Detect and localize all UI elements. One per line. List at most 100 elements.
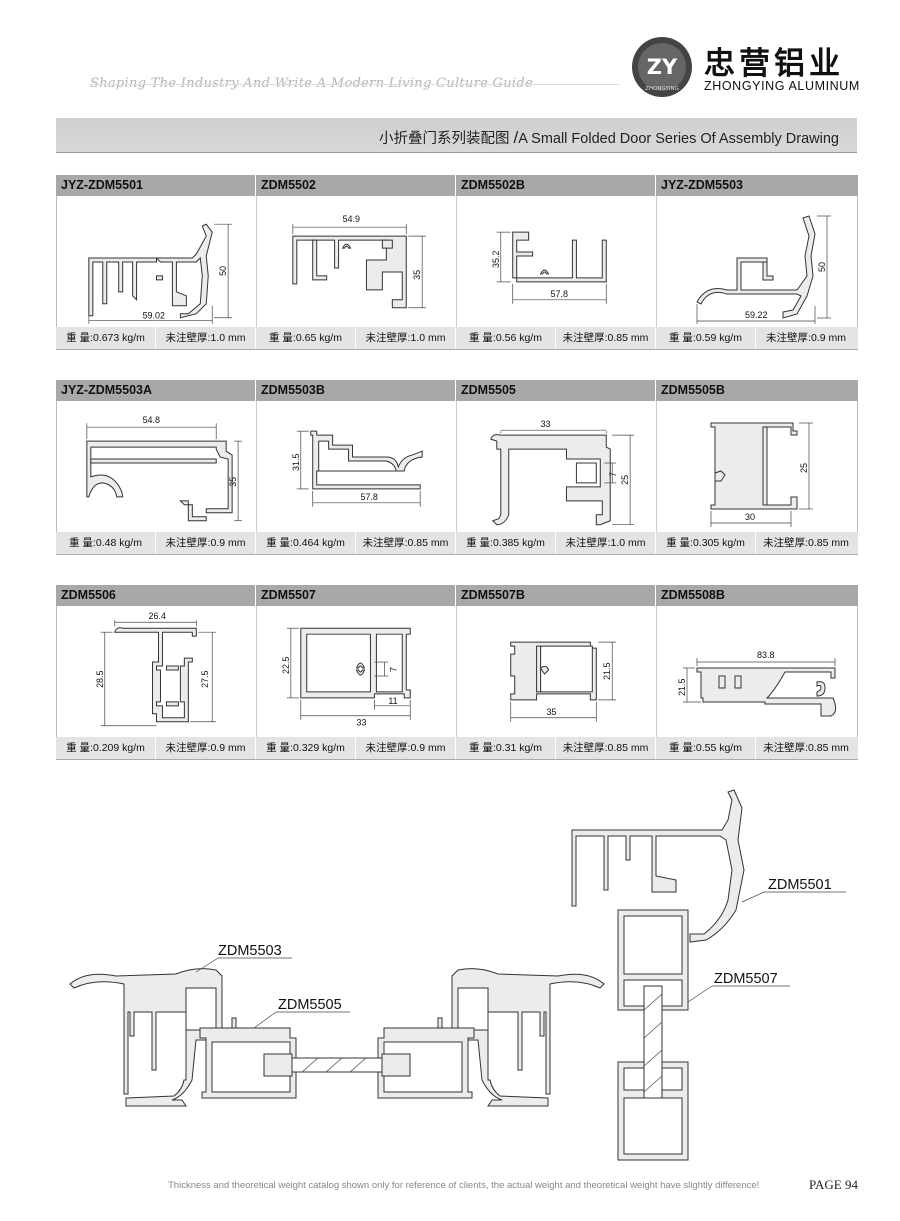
glass-panel-horizontal <box>291 1057 383 1073</box>
section-title-en: A Small Folded Door Series Of Assembly D… <box>518 131 839 147</box>
product-code: JYZ-ZDM5503A <box>56 380 256 401</box>
weight-value: 0.673 kg/m <box>92 332 145 344</box>
zhongying-logo-icon: ZY ZHONGYING <box>632 37 692 97</box>
profile-drawing: 83.8 21.5 <box>657 606 857 737</box>
slogan: Shaping The Industry And Write A Modern … <box>90 76 533 91</box>
thickness-cell: 未注壁厚:1.0 mm <box>356 327 456 349</box>
weight-cell: 重 量:0.56 kg/m <box>456 327 556 349</box>
weight-label: 重 量: <box>666 537 693 549</box>
weight-value: 0.59 kg/m <box>695 332 742 344</box>
weight-label: 重 量: <box>69 537 96 549</box>
weight-label: 重 量: <box>66 332 93 344</box>
profile-drawing: 31.5 57.8 <box>257 401 457 532</box>
thickness-label: 未注壁厚: <box>562 332 608 344</box>
thickness-cell: 未注壁厚:0.85 mm <box>356 532 456 554</box>
dimension-label: 35 <box>412 270 422 280</box>
weight-value: 0.305 kg/m <box>692 537 745 549</box>
dimension-label: 54.9 <box>343 214 360 224</box>
thickness-value: 0.85 mm <box>808 742 849 754</box>
dimension-label: 57.8 <box>551 289 568 299</box>
assembly-profile-zdm5503-right <box>437 968 605 1107</box>
dimension-label: 27.5 <box>200 670 210 687</box>
product-code: ZDM5505B <box>661 383 725 397</box>
thickness-label: 未注壁厚: <box>165 332 211 344</box>
dimension-label: 21.5 <box>677 678 687 696</box>
weight-value: 0.385 kg/m <box>492 537 545 549</box>
thickness-label: 未注壁厚: <box>766 332 811 344</box>
dimension-label: 33 <box>357 718 367 728</box>
weight-value: 0.55 kg/m <box>695 742 742 754</box>
thickness-value: 0.85 mm <box>808 537 849 549</box>
profile-drawing: 33 7 25 <box>457 401 657 532</box>
weight-value: 0.56 kg/m <box>495 332 542 344</box>
assembly-drawing: ZDM5503 ZDM5505 ZDM5501 ZDM5507 <box>69 789 846 1161</box>
weight-cell: 重 量:0.673 kg/m <box>56 327 156 349</box>
weight-label: 重 量: <box>266 742 293 754</box>
profile-drawing: 22.5 7 33 11 <box>257 606 457 737</box>
weight-label: 重 量: <box>469 332 496 344</box>
product-code: JYZ-ZDM5503 <box>661 178 743 192</box>
weight-cell: 重 量:0.65 kg/m <box>256 327 356 349</box>
thickness-value: 0.9 mm <box>810 332 846 344</box>
assembly-label-zdm5507: ZDM5507 <box>714 971 778 987</box>
thickness-cell: 未注壁厚:1.0 mm <box>556 532 656 554</box>
assembly-label-zdm5505: ZDM5505 <box>278 997 342 1013</box>
product-code: ZDM5502B <box>456 175 656 196</box>
thickness-label: 未注壁厚: <box>365 742 411 754</box>
profile-drawing: 50 59.22 <box>657 196 857 327</box>
dimension-label: 28.5 <box>95 670 105 687</box>
dimension-label: 50 <box>218 266 228 276</box>
thickness-value: 0.85 mm <box>407 537 449 549</box>
weight-value: 0.329 kg/m <box>292 742 345 754</box>
dimension-label: 50 <box>817 262 827 272</box>
assembly-profile-zdm5501 <box>571 789 745 943</box>
dimension-label: 35 <box>547 707 557 717</box>
dimension-label: 21.5 <box>602 663 612 680</box>
weight-cell: 重 量:0.329 kg/m <box>256 737 356 759</box>
dimension-label: 31.5 <box>291 454 301 471</box>
weight-value: 0.209 kg/m <box>92 742 145 754</box>
section-title-cn: 小折叠门系列装配图 <box>378 131 510 147</box>
dimension-label: 30 <box>745 512 755 522</box>
weight-cell: 重 量:0.59 kg/m <box>656 327 756 349</box>
weight-cell: 重 量:0.385 kg/m <box>456 532 556 554</box>
assembly-profile-zdm5507 <box>617 909 689 1161</box>
profile-drawing: 21.5 35 <box>457 606 657 737</box>
thickness-value: 0.9 mm <box>210 537 246 549</box>
thickness-cell: 未注壁厚:0.9 mm <box>356 737 456 759</box>
dimension-label: 25 <box>620 475 630 485</box>
weight-label: 重 量: <box>266 537 293 549</box>
profile-drawing: 35.2 57.8 <box>457 196 657 327</box>
weight-cell: 重 量:0.464 kg/m <box>256 532 356 554</box>
weight-cell: 重 量:0.305 kg/m <box>656 532 756 554</box>
weight-value: 0.31 kg/m <box>495 742 542 754</box>
weight-value: 0.65 kg/m <box>295 332 342 344</box>
dimension-label: 7 <box>608 472 618 477</box>
disclaimer-note: Thickness and theoretical weight catalog… <box>168 1180 760 1191</box>
dimension-label: 35.2 <box>491 251 501 268</box>
dimension-label: 26.4 <box>149 611 166 621</box>
assembly-label-zdm5501: ZDM5501 <box>768 877 832 893</box>
assembly-profile-zdm5505 <box>199 1027 475 1099</box>
thickness-cell: 未注壁厚:0.85 mm <box>756 737 856 759</box>
dimension-label: 54.8 <box>143 415 160 425</box>
page-number: PAGE 94 <box>808 1177 858 1192</box>
product-code: ZDM5508B <box>661 588 725 602</box>
thickness-value: 0.85 mm <box>607 742 649 754</box>
thickness-label: 未注壁厚: <box>763 537 809 549</box>
weight-cell: 重 量:0.209 kg/m <box>56 737 156 759</box>
weight-label: 重 量: <box>469 742 496 754</box>
thickness-cell: 未注壁厚:0.9 mm <box>156 532 256 554</box>
thickness-label: 未注壁厚: <box>565 537 611 549</box>
product-code: ZDM5502 <box>256 175 456 196</box>
section-title-separator: / <box>513 128 519 147</box>
product-code: ZDM5506 <box>56 585 256 606</box>
thickness-cell: 未注壁厚:0.85 mm <box>556 737 656 759</box>
product-row-1: JYZ-ZDM5501 ZDM5502 ZDM5502B JYZ-ZDM5503… <box>56 175 858 350</box>
weight-label: 重 量: <box>669 332 696 344</box>
thickness-label: 未注壁厚: <box>365 332 411 344</box>
thickness-label: 未注壁厚: <box>763 742 809 754</box>
product-row-2: JYZ-ZDM5503A ZDM5503B ZDM5505 ZDM5505B 5… <box>56 380 858 555</box>
thickness-label: 未注壁厚: <box>165 537 211 549</box>
product-code: ZDM5507 <box>256 585 456 606</box>
